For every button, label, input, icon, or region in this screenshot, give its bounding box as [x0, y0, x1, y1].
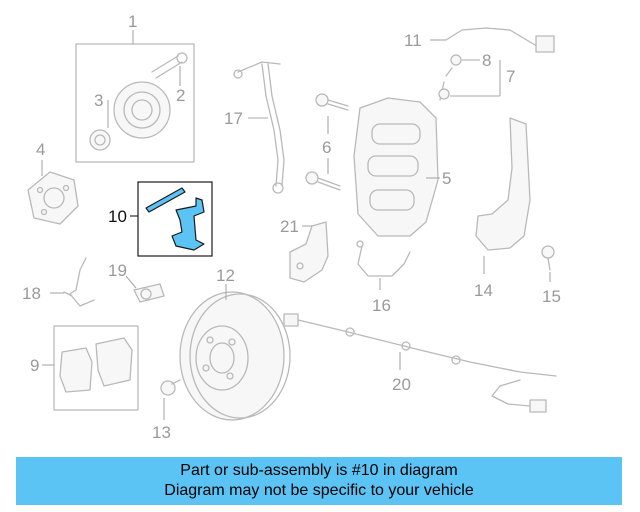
callout-11: 11	[404, 31, 422, 50]
callout-10: 10	[108, 207, 127, 226]
caliper-bolts	[305, 93, 349, 191]
callout-17: 17	[224, 109, 243, 128]
callout-3: 3	[94, 91, 103, 110]
callout-2: 2	[176, 86, 185, 105]
part-info-banner: Part or sub-assembly is #10 in diagram D…	[16, 457, 622, 505]
shield-bracket	[50, 257, 95, 307]
pad-hardware-kit	[130, 181, 213, 257]
wear-sensor	[125, 275, 165, 303]
callout-14: 14	[474, 281, 493, 300]
callout-19: 19	[108, 261, 127, 280]
callout-16: 16	[372, 296, 391, 315]
splash-shield	[475, 117, 531, 274]
speed-sensors	[438, 54, 501, 101]
banner-line-disclaimer: Diagram may not be specific to your vehi…	[164, 482, 474, 499]
callout-1: 1	[128, 12, 137, 31]
callout-6: 6	[322, 138, 331, 157]
brake-hose	[233, 61, 285, 194]
brake-pads-group	[42, 325, 139, 411]
callout-12: 12	[216, 266, 235, 285]
callout-15: 15	[542, 287, 561, 306]
hose-bracket	[289, 221, 329, 283]
wheel-hub	[27, 160, 79, 225]
callout-13: 13	[152, 423, 171, 442]
shield-bolt	[541, 245, 555, 282]
brake-rotor	[179, 284, 291, 421]
banner-line-part: Part or sub-assembly is #10 in diagram	[180, 462, 458, 479]
callout-5: 5	[442, 169, 451, 188]
callout-7: 7	[506, 67, 515, 86]
callout-21: 21	[280, 217, 299, 236]
callout-8: 8	[482, 51, 491, 70]
callout-9: 9	[30, 356, 39, 375]
rotor-bolt	[160, 379, 181, 420]
brake-caliper	[353, 97, 440, 237]
pad-wear-sensor	[356, 240, 411, 290]
callout-4: 4	[36, 140, 45, 159]
hub-bearing-group	[75, 30, 195, 163]
abs-sensor-cable	[430, 27, 555, 53]
callout-20: 20	[392, 375, 411, 394]
abs-wire-harness	[283, 313, 557, 413]
callout-18: 18	[22, 284, 41, 303]
parts-diagram: 1 2 3 4 10 18 19 9	[22, 12, 561, 442]
